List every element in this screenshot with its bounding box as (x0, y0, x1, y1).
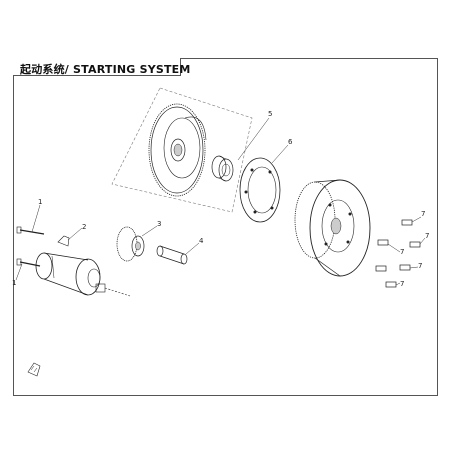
flywheel-bolts (375, 219, 421, 288)
page-title: 起动系统/ STARTING SYSTEM (20, 63, 191, 76)
starter-motor (35, 235, 131, 297)
starter-bolts (16, 226, 45, 267)
callout-7d: 7 (418, 262, 422, 270)
callout-1b: 1 (12, 279, 16, 287)
callout-4: 4 (199, 237, 204, 245)
callout-7b: 7 (425, 232, 429, 240)
lubricant-icon (27, 362, 41, 377)
leader-lines (15, 117, 426, 286)
title-box (13, 58, 181, 76)
callout-1a: 1 (38, 198, 42, 206)
flywheel-rotor (294, 179, 371, 277)
starter-driven-gear (148, 103, 207, 197)
gear-assembly-box (111, 87, 253, 213)
needle-bearing (211, 155, 234, 182)
callout-7c: 7 (400, 248, 404, 256)
diagram-frame (13, 58, 438, 396)
callout-6: 6 (288, 138, 293, 146)
one-way-clutch-plate (239, 157, 281, 223)
callout-2: 2 (82, 223, 86, 231)
idle-gear-shaft (156, 245, 188, 265)
idle-gear (116, 226, 145, 262)
callout-7e: 7 (400, 280, 404, 288)
callout-5: 5 (268, 110, 272, 118)
callout-7a: 7 (421, 210, 425, 218)
callout-3: 3 (157, 220, 161, 228)
